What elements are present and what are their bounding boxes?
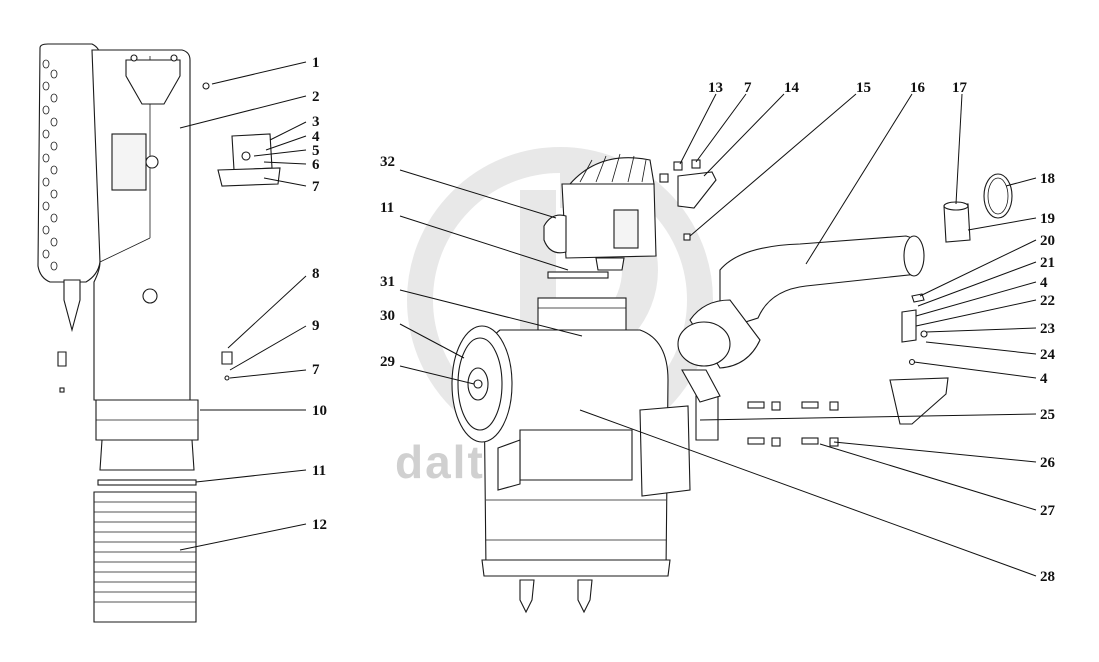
callout-25: 25 — [1040, 407, 1055, 423]
callout-10: 10 — [312, 403, 327, 419]
callout-19: 19 — [1040, 211, 1055, 227]
callout-11: 11 — [312, 463, 326, 479]
callout-4-lower: 4 — [1040, 371, 1048, 387]
top-hardware — [659, 159, 717, 241]
callout-31: 31 — [380, 274, 395, 290]
callout-13: 13 — [708, 80, 723, 96]
callout-5: 5 — [312, 143, 320, 159]
callout-20: 20 — [1040, 233, 1055, 249]
small-fasteners — [889, 293, 949, 425]
callout-7-top: 7 — [744, 80, 752, 96]
callout-8: 8 — [312, 266, 320, 282]
callout-7-lower: 7 — [312, 362, 320, 378]
precleaner-grille — [579, 153, 647, 183]
callout-26: 26 — [1040, 455, 1056, 471]
callout-1: 1 — [312, 55, 320, 71]
callout-30: 30 — [380, 308, 395, 324]
left-filter-housing — [37, 43, 199, 623]
callout-9: 9 — [312, 318, 320, 334]
callout-22: 22 — [1040, 293, 1055, 309]
callout-11-right: 11 — [380, 200, 394, 216]
callout-12: 12 — [312, 517, 327, 533]
callout-16: 16 — [910, 80, 926, 96]
main-air-cleaner — [451, 153, 719, 614]
callout-labels: 1 2 3 4 5 6 7 8 9 7 10 11 12 13 7 14 15 … — [312, 55, 1056, 585]
callout-27: 27 — [1040, 503, 1056, 519]
bolt-set — [747, 401, 839, 447]
callout-4: 4 — [312, 129, 320, 145]
bellows-ribs — [94, 501, 196, 603]
callout-28: 28 — [1040, 569, 1055, 585]
callout-23: 23 — [1040, 321, 1055, 337]
callout-24: 24 — [1040, 347, 1056, 363]
perforation-holes — [42, 59, 58, 271]
hose-clamps — [943, 173, 1013, 243]
callout-4-right: 4 — [1040, 275, 1048, 291]
callout-14: 14 — [784, 80, 800, 96]
callout-2: 2 — [312, 89, 320, 105]
callout-29: 29 — [380, 354, 395, 370]
callout-32: 32 — [380, 154, 395, 170]
intake-elbow — [677, 235, 925, 403]
callout-3: 3 — [312, 114, 320, 130]
callout-18: 18 — [1040, 171, 1055, 187]
callout-21: 21 — [1040, 255, 1055, 271]
callout-7: 7 — [312, 179, 320, 195]
callout-15: 15 — [856, 80, 871, 96]
callout-6: 6 — [312, 157, 320, 173]
left-hardware — [202, 82, 281, 381]
callout-17: 17 — [952, 80, 968, 96]
leader-lines — [179, 61, 1037, 577]
